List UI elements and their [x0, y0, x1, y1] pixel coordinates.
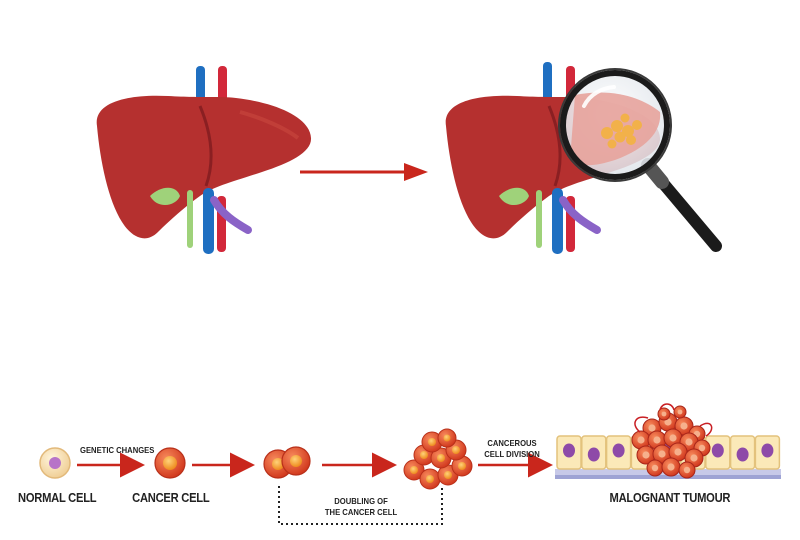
- tumour-cell-nucleus: [680, 422, 688, 430]
- tumour-cell-nucleus: [677, 409, 683, 415]
- tumour-cell-nucleus: [648, 424, 656, 432]
- doubled-cancer-cells-icon: [263, 446, 311, 479]
- tumour-cell-nucleus: [637, 436, 645, 444]
- cancerous-label-line2: CELL DIVISION: [484, 449, 540, 459]
- tissue-nucleus: [612, 443, 625, 458]
- doubling-bracket: [278, 486, 443, 525]
- cancer-cell-icon: [154, 447, 186, 479]
- tumour-cell-nucleus: [690, 454, 698, 462]
- genetic-changes-label: GENETIC CHANGES: [80, 445, 155, 455]
- magnifying-glass-icon: [558, 68, 722, 252]
- doubling-label-line2: THE CANCER CELL: [324, 507, 398, 517]
- tumour-cell-nucleus: [669, 434, 677, 442]
- normal-cell-icon: [39, 447, 71, 479]
- tumour-icon: [555, 403, 781, 479]
- tumour-cell-nucleus: [658, 450, 666, 458]
- tumour-nodules: [601, 113, 642, 149]
- tumour-cell-nucleus: [664, 418, 672, 426]
- cancerous-label-line1: CANCEROUS: [487, 438, 537, 448]
- doubling-label-line1: DOUBLING OF: [334, 496, 388, 506]
- tissue-nucleus: [563, 443, 575, 458]
- cancer-cell-label: CANCER CELL: [132, 490, 210, 505]
- tumour-cell-nucleus: [642, 451, 650, 459]
- tissue-nucleus: [736, 447, 749, 462]
- tissue-nucleus: [761, 443, 774, 458]
- tumour-blood-vessels: [634, 403, 713, 437]
- tumour-cell-nucleus: [683, 466, 691, 474]
- healthy-liver-icon: [96, 66, 312, 254]
- tissue-nucleus: [711, 443, 724, 458]
- cancer-cell-cluster-icon: [403, 428, 473, 490]
- normal-cell-label: NORMAL CELL: [18, 490, 97, 505]
- malignant-tumour-label: MALOGNANT TUMOUR: [609, 490, 731, 505]
- tumour-cell-nucleus: [653, 436, 661, 444]
- tumour-cell-nucleus: [698, 444, 706, 452]
- tumour-cell-nucleus: [674, 448, 682, 456]
- tumour-cell-nucleus: [651, 464, 659, 472]
- tumour-cell-nucleus: [661, 411, 667, 417]
- tissue-nucleus: [587, 447, 600, 462]
- progression-arrow: [300, 163, 428, 181]
- tumour-cell-nucleus: [685, 438, 693, 446]
- tumour-cell-nucleus: [667, 463, 675, 471]
